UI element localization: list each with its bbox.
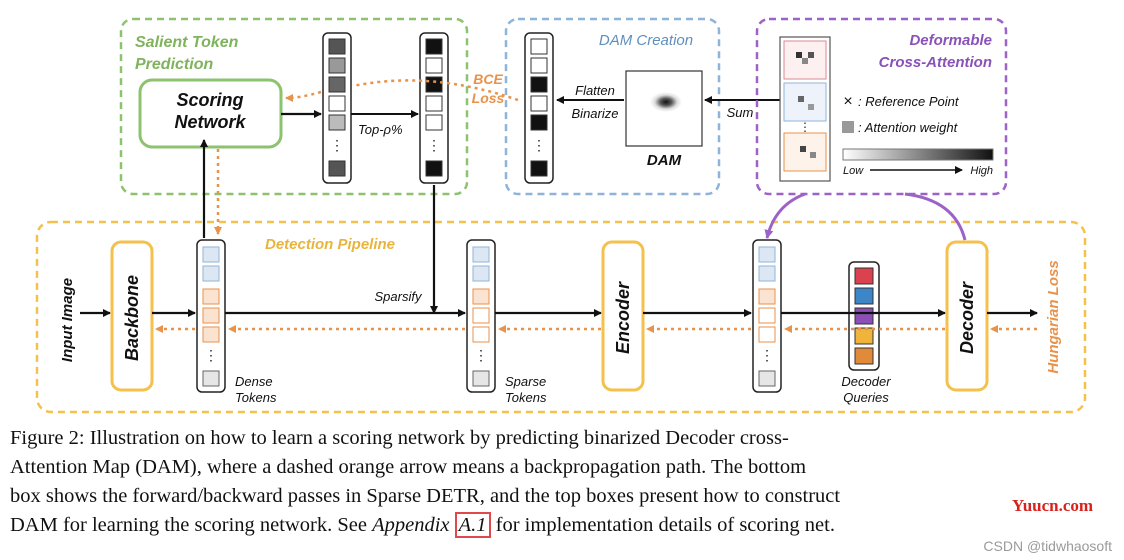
score-dots: ⋮ <box>330 137 344 153</box>
csdn-watermark: CSDN @tidwhaosoft <box>983 538 1112 554</box>
binarized-dam-vector: ⋮ <box>524 32 554 184</box>
attention-weight-swatch <box>842 121 854 133</box>
dam-creation-title: DAM Creation <box>599 32 693 49</box>
reference-point-label: : Reference Point <box>858 94 960 109</box>
decoder-queries-line2: Queries <box>843 390 889 405</box>
sparse-detr-diagram: Salient Token Prediction Scoring Network… <box>35 17 1087 414</box>
binarize-label: Binarize <box>572 106 619 121</box>
backbone-label: Backbone <box>122 275 142 361</box>
decoder-label: Decoder <box>957 281 977 354</box>
topk-dots: ⋮ <box>427 137 441 153</box>
decoder-to-attention-curve <box>904 192 967 241</box>
flatten-label: Flatten <box>575 83 615 98</box>
decoder-queries-line1: Decoder <box>841 374 891 389</box>
red-watermark-logo: Yuucn.com <box>1012 496 1094 515</box>
bce-label-line1: BCE <box>473 71 503 87</box>
dense-dots: ⋮ <box>204 347 218 363</box>
dense-tokens-line2: Tokens <box>235 390 277 405</box>
scoring-network-line2: Network <box>174 112 246 132</box>
attention-dots: ⋮ <box>799 120 811 134</box>
caption-appendix-word: Appendix <box>372 514 450 536</box>
decoder-queries-stack <box>848 261 880 371</box>
pipeline-title: Detection Pipeline <box>265 236 395 253</box>
sparse-dots: ⋮ <box>474 347 488 363</box>
detection-pipeline-box <box>35 220 1087 414</box>
figure-caption: Figure 2: Illustration on how to learn a… <box>10 424 1114 540</box>
deformable-attention-box <box>755 17 1008 196</box>
score-vector: ⋮ <box>322 32 352 184</box>
colorbar-low: Low <box>843 165 864 177</box>
topk-label: Top-ρ% <box>358 122 403 137</box>
dense-tokens-line1: Dense <box>235 374 273 389</box>
input-image-label: Input Image <box>59 278 76 362</box>
colorbar-high: High <box>970 165 993 177</box>
attention-weight-label: : Attention weight <box>858 120 959 135</box>
attention-to-tokens-curve <box>764 192 806 239</box>
topk-vector: ⋮ <box>419 32 449 184</box>
deformable-title-line2: Cross-Attention <box>879 54 992 71</box>
caption-line-4a: DAM for learning the scoring network. Se… <box>10 514 373 536</box>
reference-point-symbol: × <box>843 93 852 110</box>
encoded-dots: ⋮ <box>760 347 774 363</box>
salient-token-box <box>119 17 469 196</box>
caption-line-2: Attention Map (DAM), where a dashed oran… <box>10 456 807 478</box>
encoder-label: Encoder <box>613 281 633 354</box>
sparsify-label: Sparsify <box>375 289 423 304</box>
decoder-block <box>945 240 989 392</box>
appendix-link[interactable]: A.1 <box>454 512 491 538</box>
encoder-block <box>601 240 645 392</box>
attention-maps: ⋮ <box>779 36 831 182</box>
bce-backprop-arrow <box>352 79 519 102</box>
sparse-tokens-vector: ⋮ <box>466 239 496 393</box>
caption-line-4c: for implementation details of scoring ne… <box>490 514 835 536</box>
salient-title-line1: Salient Token <box>135 34 239 51</box>
sparse-tokens-line2: Tokens <box>505 390 547 405</box>
caption-line-3: box shows the forward/backward passes in… <box>10 485 841 507</box>
caption-line-4: DAM for learning the scoring network. Se… <box>10 511 1114 540</box>
sparse-tokens-line1: Sparse <box>505 374 546 389</box>
bce-label-line2: Loss <box>472 90 505 106</box>
caption-line-1: Figure 2: Illustration on how to learn a… <box>10 427 789 449</box>
deformable-title-line1: Deformable <box>909 32 992 49</box>
dam-dots: ⋮ <box>532 137 546 153</box>
hungarian-loss-label: Hungarian Loss <box>1045 260 1062 373</box>
sum-label: Sum <box>727 105 754 120</box>
dam-creation-box <box>504 17 721 196</box>
attention-colorbar <box>842 148 994 161</box>
backbone-block <box>110 240 154 392</box>
scoring-network-line1: Scoring <box>176 90 243 110</box>
dam-label: DAM <box>647 152 682 169</box>
encoded-tokens-vector: ⋮ <box>752 239 782 393</box>
dense-tokens-vector: ⋮ <box>196 239 226 393</box>
salient-title-line2: Prediction <box>135 56 213 73</box>
